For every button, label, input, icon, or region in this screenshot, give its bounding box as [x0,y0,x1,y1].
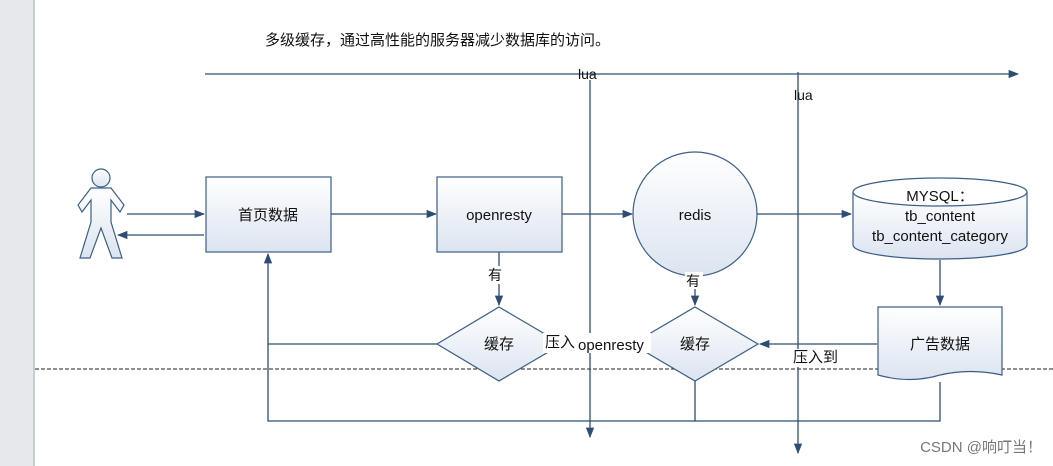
bottom-return-line [267,344,941,422]
mysql-label-line-1: MYSQL： [906,188,974,205]
push-in-label: 压入 [545,334,575,351]
has-label-2-bg [685,272,703,289]
mysql-label-line-3: tb_content_category [872,228,1008,245]
push-openresty-label: openresty [578,337,644,354]
lua-label-2: lua [794,87,813,103]
user-icon [77,168,125,259]
mysql-cylinder [852,177,1028,260]
has-label-1-bg [487,266,505,284]
has-label-2: 有 [686,273,700,289]
watermark: CSDN @响叮当！ [920,439,1042,456]
push-to-label-bg [792,349,844,367]
openresty-label: openresty [466,207,532,224]
left-ruler-bar [0,0,35,466]
push-in-label-bg [543,333,651,353]
has-label-1: 有 [488,267,502,283]
lua-label-1: lua [578,66,597,82]
cache-label-1: 缓存 [484,336,514,353]
push-to-label: 压入到 [793,349,838,366]
ad-data-document [877,306,1003,381]
homepage-label: 首页数据 [238,207,298,224]
openresty-box [436,176,563,253]
arrow-cache1-homepage [263,252,437,345]
cache-label-2: 缓存 [680,336,710,353]
ad-data-label: 广告数据 [910,336,970,353]
cache-diamond-1 [435,306,564,382]
diagram-title: 多级缓存，通过高性能的服务器减少数据库的访问。 [265,32,610,49]
redis-label: redis [679,207,712,224]
mysql-label-line-2: tb_content [905,208,976,225]
